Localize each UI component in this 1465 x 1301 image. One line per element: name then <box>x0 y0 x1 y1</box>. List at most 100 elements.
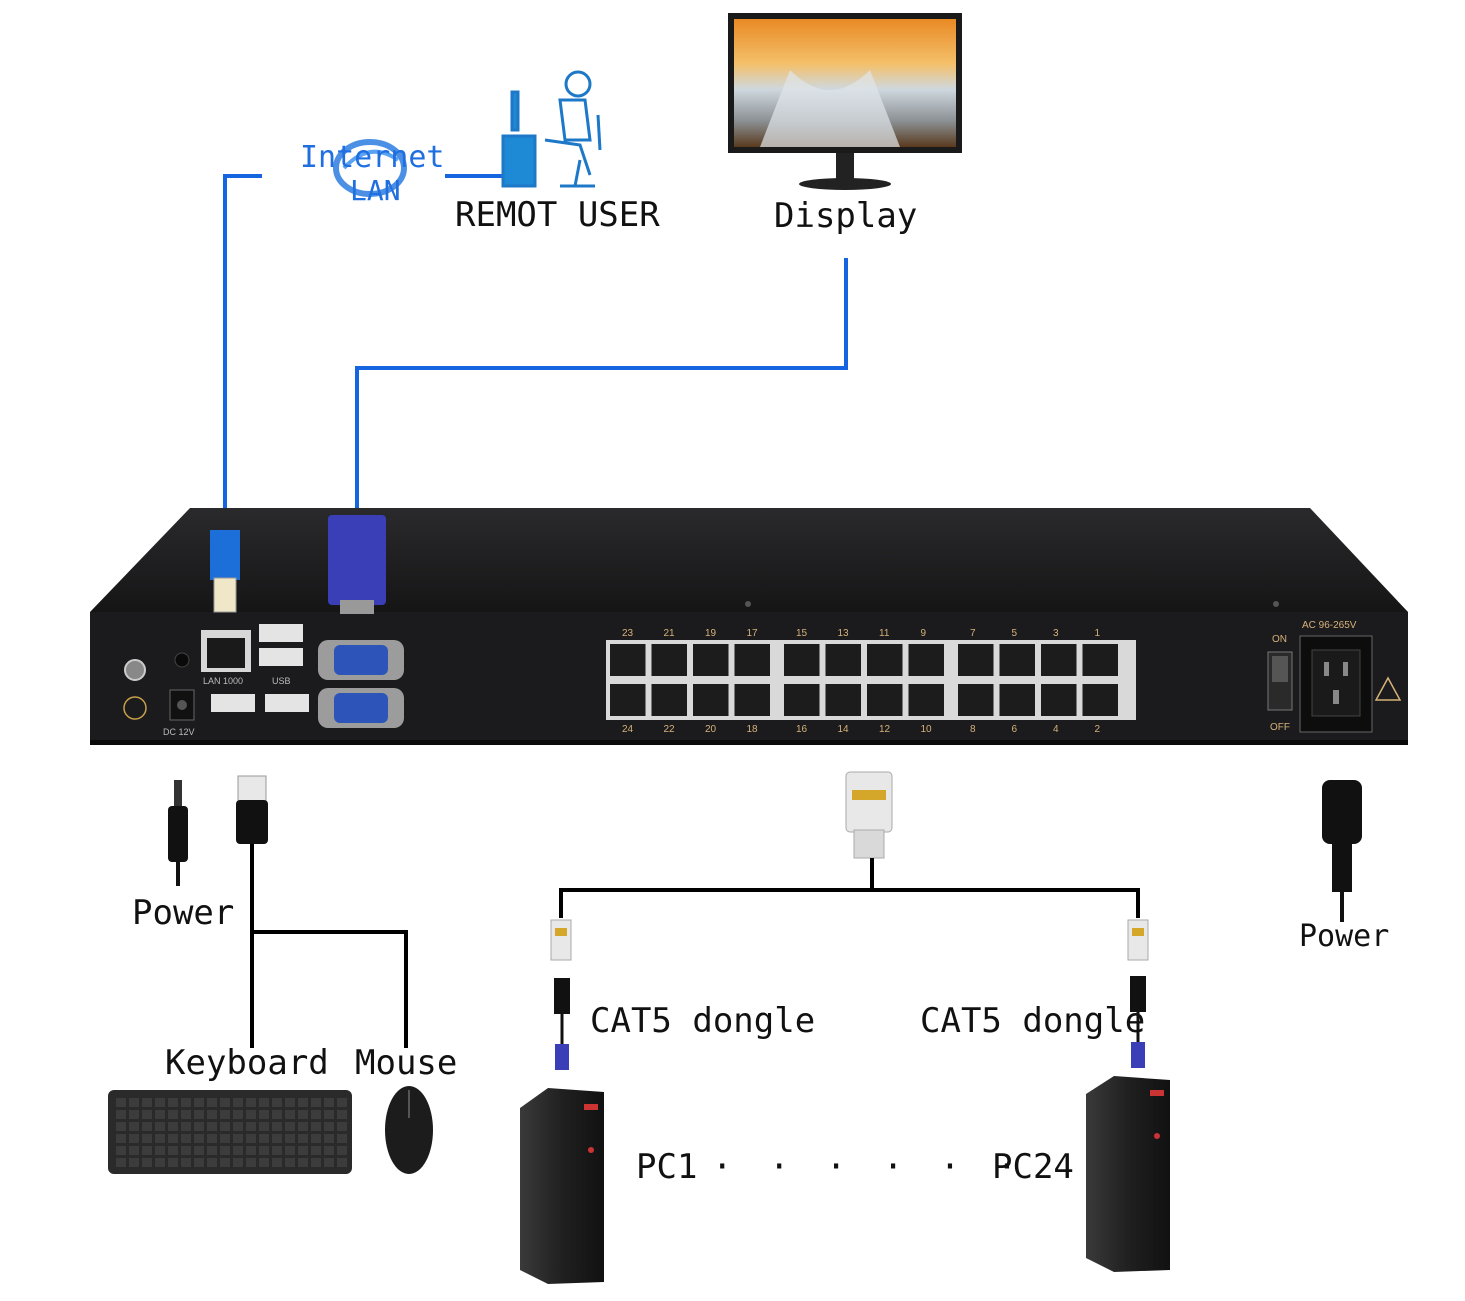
keyboard-key <box>246 1134 256 1143</box>
keyboard-key <box>142 1134 152 1143</box>
keyboard-key <box>207 1146 217 1155</box>
port-number-bottom: 2 <box>1095 724 1101 735</box>
port-number-bottom: 20 <box>705 724 717 735</box>
keyboard-key <box>246 1122 256 1131</box>
rj45-port <box>908 644 944 676</box>
keyboard-key <box>129 1110 139 1119</box>
keyboard-key <box>220 1098 230 1107</box>
keyboard-label: Keyboard <box>165 1043 329 1083</box>
keyboard-key <box>168 1158 178 1167</box>
keyboard-key <box>129 1134 139 1143</box>
ground-terminal-icon <box>123 659 147 720</box>
keyboard-key <box>311 1158 321 1167</box>
rj45-port <box>825 684 861 716</box>
keyboard-key <box>311 1110 321 1119</box>
keyboard-key <box>324 1158 334 1167</box>
usb-port-label: USB <box>272 676 291 686</box>
mouse-label: Mouse <box>355 1043 458 1083</box>
keyboard-key <box>168 1146 178 1155</box>
lan-cable <box>223 174 262 510</box>
rj45-port <box>651 684 687 716</box>
rj45-port <box>610 684 646 716</box>
power-right-label: Power <box>1299 919 1390 954</box>
keyboard-key <box>142 1158 152 1167</box>
keyboard-key <box>272 1098 282 1107</box>
rj45-port <box>867 644 903 676</box>
rj45-plug-icon <box>845 771 893 859</box>
keyboard-key <box>116 1098 126 1107</box>
power-on-label: ON <box>1272 634 1287 645</box>
pc1-tower-icon <box>520 1088 604 1284</box>
port-number-bottom: 6 <box>1012 724 1018 735</box>
rj45-port <box>958 644 994 676</box>
keyboard-key <box>129 1158 139 1167</box>
keyboard-key <box>324 1134 334 1143</box>
keyboard-key <box>285 1134 295 1143</box>
remote-user-icon <box>501 70 602 188</box>
port-number-bottom: 18 <box>747 724 759 735</box>
port-number-top: 3 <box>1053 628 1059 639</box>
rj45-port <box>734 684 770 716</box>
keyboard-key <box>233 1110 243 1119</box>
rj45-port <box>867 684 903 716</box>
keyboard-key <box>246 1110 256 1119</box>
pc24-label: PC24 <box>992 1147 1074 1187</box>
rj45-port <box>784 644 820 676</box>
port-number-top: 21 <box>664 628 676 639</box>
port-number-top: 1 <box>1095 628 1101 639</box>
keyboard-key <box>285 1110 295 1119</box>
cat5-dongle-right-icon <box>1130 976 1146 1068</box>
keyboard-key <box>233 1122 243 1131</box>
keyboard-mouse-cable <box>250 844 408 1048</box>
keyboard-key <box>194 1098 204 1107</box>
keyboard-key <box>220 1158 230 1167</box>
keyboard-key <box>324 1098 334 1107</box>
dc-jack-label: DC 12V <box>163 727 195 737</box>
keyboard-key <box>194 1134 204 1143</box>
rj45-port <box>610 644 646 676</box>
vga-plug-icon <box>328 515 386 614</box>
keyboard-key <box>246 1098 256 1107</box>
keyboard-key <box>311 1134 321 1143</box>
keyboard-key <box>246 1146 256 1155</box>
cat5-plug-right-icon <box>1127 919 1149 961</box>
keyboard-key <box>285 1098 295 1107</box>
port-number-bottom: 24 <box>622 724 634 735</box>
keyboard-key <box>116 1110 126 1119</box>
keyboard-key <box>272 1134 282 1143</box>
usb-plug-icon <box>236 775 268 844</box>
port-number-bottom: 8 <box>970 724 976 735</box>
rj45-port <box>999 684 1035 716</box>
keyboard-key <box>207 1110 217 1119</box>
keyboard-key <box>259 1158 269 1167</box>
pc-range-dots: · · · · · · <box>712 1147 1026 1187</box>
keyboard-key <box>220 1122 230 1131</box>
ac-power-socket <box>1299 635 1373 733</box>
keyboard-key <box>155 1098 165 1107</box>
keyboard-key <box>129 1122 139 1131</box>
port-number-top: 9 <box>921 628 927 639</box>
keyboard-key <box>246 1158 256 1167</box>
keyboard-key <box>220 1146 230 1155</box>
keyboard-key <box>337 1110 347 1119</box>
keyboard-key <box>181 1122 191 1131</box>
ac-input-label: AC 96-265V <box>1302 620 1357 631</box>
rj45-port <box>1041 684 1077 716</box>
keyboard-key <box>298 1122 308 1131</box>
power-left-label: Power <box>132 893 235 933</box>
rj45-port <box>825 644 861 676</box>
port-number-top: 11 <box>879 628 890 639</box>
rj45-port <box>1082 644 1118 676</box>
keyboard-icon <box>108 1090 352 1174</box>
keyboard-key <box>233 1158 243 1167</box>
keyboard-key <box>285 1122 295 1131</box>
keyboard-key <box>311 1146 321 1155</box>
port-number-bottom: 10 <box>921 724 933 735</box>
port-number-top: 15 <box>796 628 808 639</box>
keyboard-key <box>181 1134 191 1143</box>
keyboard-key <box>285 1158 295 1167</box>
display-monitor-icon <box>728 13 962 190</box>
lan-plug-icon <box>210 530 240 613</box>
